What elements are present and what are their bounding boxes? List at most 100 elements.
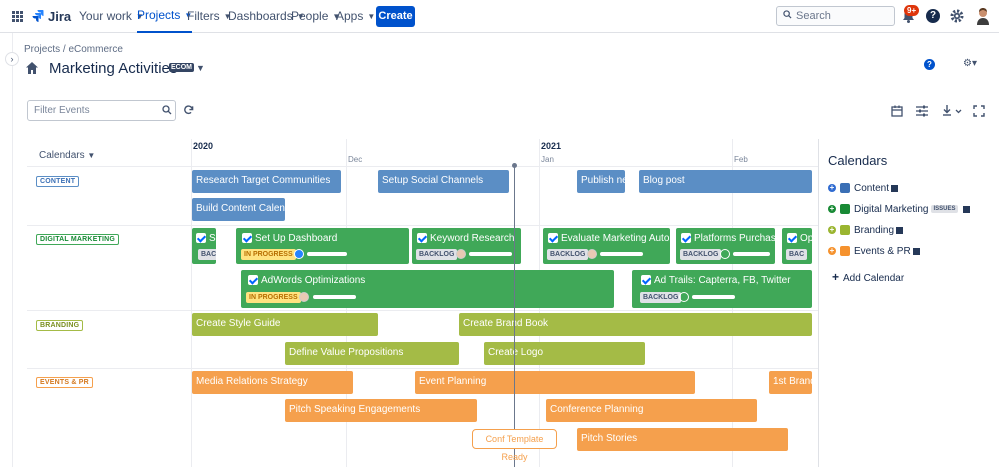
issue-card[interactable]: Set Up Dashboard IN PROGRESS — [236, 228, 409, 264]
issue-card[interactable]: Platforms Purchased BACKLOG — [676, 228, 775, 264]
status-badge: BAC — [198, 249, 216, 260]
add-event-icon[interactable]: + — [828, 183, 836, 192]
event-bar[interactable]: 1st Brande — [769, 371, 812, 394]
calendar-view-icon[interactable] — [891, 105, 903, 117]
status-badge: BACKLOG — [680, 249, 722, 260]
event-bar[interactable]: Blog post — [639, 170, 812, 193]
progress-bar — [307, 252, 347, 256]
nav-dashboards[interactable]: Dashboards▼ — [228, 0, 305, 33]
lane-label-content: CONTENT — [36, 176, 80, 187]
plus-icon: + — [832, 270, 840, 284]
calendar-color-swatch — [840, 246, 850, 256]
issue-card-title: AdWords Optimizations — [261, 275, 366, 286]
issue-card[interactable]: Op BAC — [782, 228, 812, 264]
fullscreen-icon[interactable] — [973, 105, 985, 117]
issue-card[interactable]: AdWords Optimizations IN PROGRESS — [241, 270, 614, 308]
share-icon[interactable] — [912, 247, 920, 255]
nav-apps-label: Apps — [336, 9, 364, 23]
calendar-item-label: Content — [854, 182, 890, 194]
settings-sliders-icon[interactable] — [916, 105, 928, 117]
event-bar[interactable]: Research Target Communities — [192, 170, 341, 193]
search-input[interactable]: Search — [776, 6, 895, 26]
jira-logo[interactable]: Jira — [32, 8, 71, 24]
issue-card[interactable]: Ad Trails: Capterra, FB, Twitter BACKLOG — [632, 270, 812, 308]
progress-bar — [313, 295, 356, 299]
create-button[interactable]: Create — [376, 6, 415, 27]
issues-tag: ISSUES — [931, 205, 958, 213]
checkbox-icon — [681, 233, 691, 243]
jira-logo-icon — [32, 10, 44, 22]
nav-people[interactable]: People▼ — [291, 0, 340, 33]
share-icon[interactable] — [962, 205, 970, 213]
nav-apps[interactable]: Apps▼ — [336, 0, 375, 33]
help-icon[interactable]: ? — [926, 9, 940, 23]
chevron-down-icon[interactable]: ▼ — [196, 63, 205, 73]
assignee-avatar — [299, 292, 309, 302]
event-bar[interactable]: Create Logo — [484, 342, 645, 365]
issue-card[interactable]: Keyword Research BACKLOG — [412, 228, 521, 264]
add-event-icon[interactable]: + — [828, 204, 836, 213]
download-icon[interactable] — [942, 105, 962, 117]
nav-filters[interactable]: Filters▼ — [187, 0, 232, 33]
app-switcher-icon[interactable] — [12, 11, 23, 22]
share-icon[interactable] — [896, 226, 904, 234]
share-icon[interactable] — [891, 184, 899, 192]
progress-bar — [469, 252, 512, 256]
add-event-icon[interactable]: + — [828, 225, 836, 234]
calendar-color-swatch — [840, 204, 850, 214]
event-bar[interactable]: Create Brand Book — [459, 313, 812, 336]
add-calendar-button[interactable]: +Add Calendar — [832, 270, 904, 284]
checkbox-icon — [196, 233, 206, 243]
calendar-item-branding[interactable]: + Branding — [828, 223, 904, 237]
event-bar[interactable]: Media Relations Strategy — [192, 371, 353, 394]
refresh-icon[interactable] — [183, 105, 194, 116]
issue-card[interactable]: Evaluate Marketing Automati BACKLOG — [543, 228, 670, 264]
chevron-down-icon: ▼ — [223, 12, 232, 21]
nav-your-work[interactable]: Your work▼ — [79, 0, 144, 33]
issue-card-title: Platforms Purchased — [694, 233, 775, 244]
issue-card[interactable]: S BAC — [192, 228, 216, 264]
calendars-dropdown[interactable]: Calendars ▼ — [39, 150, 95, 161]
progress-bar — [733, 252, 770, 256]
settings-gear-icon[interactable] — [950, 9, 964, 23]
event-bar[interactable]: Create Style Guide — [192, 313, 378, 336]
jira-logo-text: Jira — [48, 8, 72, 24]
nav-projects[interactable]: Projects▼ — [137, 0, 193, 33]
event-bar[interactable]: Setup Social Channels — [378, 170, 509, 193]
event-bar[interactable]: Pitch Stories — [577, 428, 788, 451]
header-divider — [27, 166, 818, 167]
lane-divider — [27, 225, 818, 226]
nav-filters-label: Filters — [187, 9, 220, 23]
issue-card-title: Keyword Research — [430, 233, 515, 244]
event-bar[interactable]: Build Content Calendar — [192, 198, 285, 221]
add-calendar-label: Add Calendar — [843, 273, 905, 284]
user-avatar[interactable] — [975, 7, 991, 25]
event-bar[interactable]: Pitch Speaking Engagements — [285, 399, 477, 422]
lane-label-branding: BRANDING — [36, 320, 84, 331]
sidebar-divider — [12, 33, 13, 467]
expand-sidebar-button[interactable]: › — [5, 52, 19, 66]
page-settings-gear-icon[interactable]: ⚙▾ — [963, 58, 977, 69]
filter-events-input[interactable]: Filter Events — [27, 100, 176, 121]
calendars-dropdown-label: Calendars — [39, 150, 85, 161]
add-event-icon[interactable]: + — [828, 246, 836, 255]
top-navigation: Jira Your work▼ Projects▼ Filters▼ Dashb… — [0, 0, 999, 33]
page-help-icon[interactable]: ? — [924, 59, 935, 70]
today-marker-line[interactable] — [514, 166, 515, 467]
home-icon[interactable] — [25, 61, 39, 75]
calendar-item-events-pr[interactable]: + Events & PR — [828, 244, 920, 258]
calendar-item-digital-marketing[interactable]: + Digital Marketing ISSUES — [828, 202, 970, 216]
chevron-down-icon: ▼ — [332, 12, 341, 21]
notification-count-badge: 9+ — [904, 5, 920, 16]
today-marker-handle[interactable] — [512, 163, 517, 168]
issue-card-title: Evaluate Marketing Automati — [561, 233, 670, 244]
calendar-item-content[interactable]: + Content — [828, 181, 899, 195]
event-bar[interactable]: Define Value Propositions — [285, 342, 459, 365]
nav-your-work-label: Your work — [79, 9, 132, 23]
search-placeholder: Search — [796, 10, 831, 22]
event-bar[interactable]: Publish new — [577, 170, 625, 193]
event-bar[interactable]: Event Planning — [415, 371, 695, 394]
event-bar[interactable]: Conference Planning — [546, 399, 757, 422]
breadcrumb[interactable]: Projects / eCommerce — [24, 44, 123, 55]
drag-preview-event[interactable]: Conf Template Ready — [472, 429, 557, 462]
